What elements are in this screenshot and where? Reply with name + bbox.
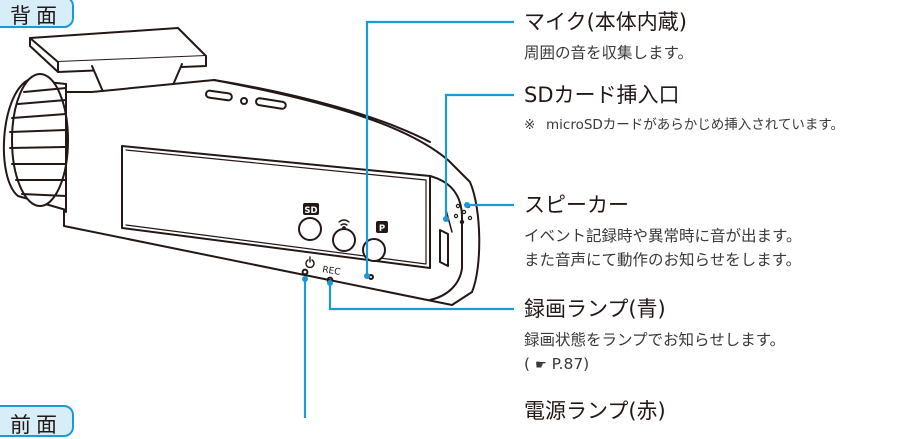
hand-pointing-icon: ☛ — [535, 358, 547, 373]
dashcam-illustration: SD P REC — [2, 20, 514, 418]
callout-speaker-desc-line2: また音声にて動作のお知らせをします。 — [524, 251, 802, 269]
callout-sd-note-text: microSDカードがあらかじめ挿入されています。 — [546, 117, 845, 133]
callout-mic-title: マイク(本体内蔵) — [524, 10, 687, 34]
p-button — [362, 238, 386, 262]
section-tab-rear: 背面 — [0, 0, 74, 28]
callout-mic-desc: 周囲の音を収集します。 — [524, 44, 693, 62]
callout-power-lamp: 電源ランプ(赤) — [524, 398, 666, 424]
leader-sd — [444, 93, 514, 218]
page-reference: ( ☛ P.87) — [524, 352, 785, 378]
callout-speaker-desc: イベント記録時や異常時に音が出ます。 また音声にて動作のお知らせをします。 — [524, 224, 801, 272]
callout-sd-title: SDカード挿入口 — [524, 83, 680, 107]
rec-label: REC — [322, 265, 342, 278]
sd-badge-label: SD — [304, 206, 317, 216]
p-badge — [376, 221, 388, 233]
note-mark: ※ — [524, 117, 536, 133]
power-button — [298, 217, 322, 241]
ref-open-paren: ( — [524, 355, 531, 373]
callout-rec-lamp: 録画ランプ(青) 録画状態をランプでお知らせします。 ( ☛ P.87) — [524, 296, 785, 378]
callout-rec-desc-line: 録画状態をランプでお知らせします。 — [524, 331, 786, 349]
callout-rec-title: 録画ランプ(青) — [524, 297, 666, 321]
callout-speaker-title: スピーカー — [524, 193, 629, 217]
sd-badge — [303, 203, 319, 215]
callout-speaker: スピーカー イベント記録時や異常時に音が出ます。 また音声にて動作のお知らせをし… — [524, 192, 801, 272]
wifi-button — [332, 228, 356, 252]
power-lamp — [301, 268, 309, 276]
section-tab-rear-label: 背面 — [10, 4, 62, 28]
callout-power-title: 電源ランプ(赤) — [524, 399, 666, 423]
leader-rec — [328, 282, 514, 311]
mount-bracket — [29, 27, 207, 63]
leader-mic — [365, 20, 514, 275]
callout-sd-slot: SDカード挿入口 ※ microSDカードがあらかじめ挿入されています。 — [524, 82, 916, 134]
callout-speaker-desc-line1: イベント記録時や異常時に音が出ます。 — [524, 227, 802, 245]
callout-mic: マイク(本体内蔵) 周囲の音を収集します。 — [524, 9, 693, 65]
callout-sd-note: ※ microSDカードがあらかじめ挿入されています。 — [524, 116, 916, 134]
callout-rec-desc: 録画状態をランプでお知らせします。 ( ☛ P.87) — [524, 328, 785, 378]
p-badge-label: P — [379, 224, 385, 234]
ref-page-link: P.87) — [551, 355, 590, 373]
